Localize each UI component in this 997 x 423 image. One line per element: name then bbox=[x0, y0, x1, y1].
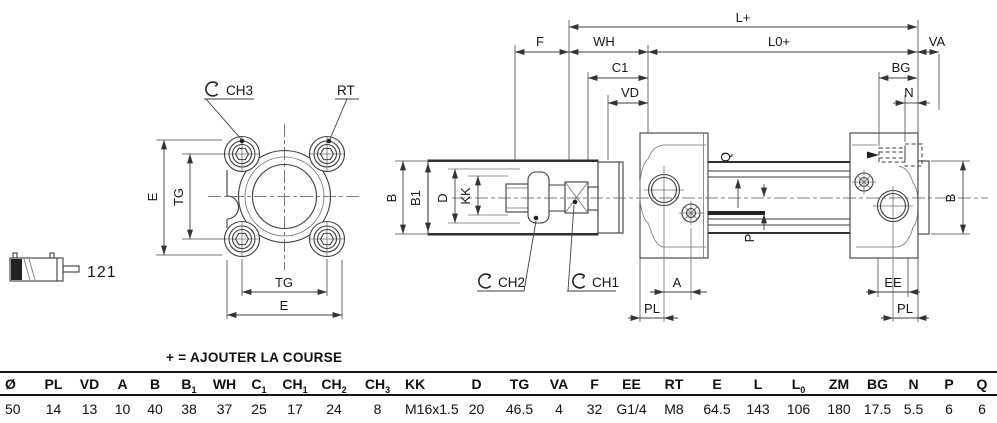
col-header-kk: KK bbox=[401, 372, 454, 396]
dim-label-b1: B1 bbox=[408, 190, 423, 206]
dim-label-q: Q bbox=[718, 152, 733, 162]
dim-label-vd: VD bbox=[621, 85, 639, 100]
col-header-dia: Ø bbox=[0, 372, 34, 396]
col-header-q: Q bbox=[967, 372, 997, 396]
col-value-c1: 25 bbox=[251, 401, 267, 417]
col-header-b: B bbox=[139, 372, 171, 396]
dim-label-tg-bottom: TG bbox=[275, 275, 293, 290]
wrench-icon bbox=[478, 273, 492, 289]
col-value-ch2: 24 bbox=[326, 401, 342, 417]
dim-label-d: D bbox=[435, 193, 450, 202]
col-header-a: A bbox=[106, 372, 139, 396]
col-value-p: 6 bbox=[945, 401, 953, 417]
callout-ch3: CH3 bbox=[226, 83, 253, 98]
col-header-l0: L0 bbox=[778, 372, 819, 396]
dim-label-p: P bbox=[742, 234, 757, 243]
dim-label-kk: KK bbox=[458, 187, 473, 205]
col-value-f: 32 bbox=[586, 401, 603, 417]
col-value-l: 143 bbox=[746, 401, 770, 417]
side-view-dimensions: L+ F WH L0+ VA C1 BG VD N B B1 D KK Q bbox=[384, 10, 970, 322]
col-header-b1: B1 bbox=[171, 372, 207, 396]
col-header-e: E bbox=[696, 372, 738, 396]
technical-drawing: 121 CH3 RT E bbox=[9, 10, 988, 322]
rod-nut bbox=[527, 171, 550, 224]
col-header-bg: BG bbox=[859, 372, 896, 396]
side-view-callouts: CH2 CH1 bbox=[477, 199, 619, 292]
front-view bbox=[208, 124, 360, 270]
dim-label-tg-left: TG bbox=[171, 188, 186, 206]
col-header-tg: TG bbox=[499, 372, 540, 396]
dim-label-wh: WH bbox=[593, 34, 615, 49]
col-header-ch3: CH3 bbox=[354, 372, 401, 396]
dim-label-bg: BG bbox=[892, 60, 911, 75]
col-header-f: F bbox=[578, 372, 611, 396]
dim-label-b-right: B bbox=[943, 194, 958, 203]
model-number: 121 bbox=[87, 264, 117, 281]
dim-label-a: A bbox=[673, 275, 682, 290]
col-value-bg: 17.5 bbox=[863, 401, 892, 417]
col-value-dia: 50 bbox=[5, 401, 21, 417]
col-header-ch2: CH2 bbox=[314, 372, 354, 396]
dim-label-l-plus: L+ bbox=[736, 10, 751, 25]
cylinder-pictogram-icon bbox=[9, 252, 80, 282]
dim-label-e-bottom: E bbox=[280, 298, 289, 313]
col-value-q: 6 bbox=[978, 401, 986, 417]
callout-rt: RT bbox=[337, 83, 355, 98]
col-value-ee: G1/4 bbox=[616, 401, 647, 417]
col-header-vd: VD bbox=[73, 372, 106, 396]
col-header-d: D bbox=[454, 372, 499, 396]
col-value-a: 10 bbox=[114, 401, 131, 417]
col-value-l0: 106 bbox=[786, 401, 811, 417]
col-value-rt: M8 bbox=[664, 401, 684, 417]
col-value-tg: 46.5 bbox=[505, 401, 534, 417]
table-value-row: 50 14 13 10 40 38 37 25 17 24 8 M16x1.5 20 46.5 4 32 G1/… bbox=[0, 395, 997, 423]
side-view bbox=[427, 132, 988, 322]
wrench-icon bbox=[205, 81, 219, 97]
front-view-callouts: CH3 RT bbox=[204, 81, 359, 144]
col-value-ch3: 8 bbox=[373, 401, 382, 417]
dim-label-e-left: E bbox=[145, 192, 160, 201]
col-value-pl: 14 bbox=[45, 401, 62, 417]
dim-label-b-left: B bbox=[384, 194, 399, 203]
piston-marker bbox=[708, 211, 765, 215]
dim-label-va: VA bbox=[929, 34, 946, 49]
col-header-l: L bbox=[738, 372, 778, 396]
col-value-vd: 13 bbox=[81, 401, 98, 417]
dim-label-l0-plus: L0+ bbox=[768, 34, 790, 49]
stroke-note: + = AJOUTER LA COURSE bbox=[166, 350, 343, 365]
col-header-zm: ZM bbox=[819, 372, 859, 396]
dim-label-c1: C1 bbox=[612, 60, 629, 75]
col-header-va: VA bbox=[540, 372, 578, 396]
dim-label-n: N bbox=[904, 85, 913, 100]
col-header-wh: WH bbox=[207, 372, 242, 396]
col-value-e: 64.5 bbox=[703, 401, 731, 417]
col-value-wh: 37 bbox=[216, 401, 233, 417]
col-header-ch1: CH1 bbox=[276, 372, 314, 396]
wrench-icon bbox=[572, 273, 586, 289]
dim-label-pl-front: PL bbox=[644, 301, 660, 316]
col-value-va: 4 bbox=[555, 401, 563, 417]
col-header-pl: PL bbox=[34, 372, 73, 396]
col-header-ee: EE bbox=[611, 372, 652, 396]
dim-label-pl-rear: PL bbox=[897, 301, 913, 316]
tie-rod-thread bbox=[867, 143, 923, 167]
dim-label-ee: EE bbox=[884, 275, 902, 290]
callout-ch1: CH1 bbox=[592, 275, 619, 290]
col-header-c1: C1 bbox=[242, 372, 276, 396]
col-header-rt: RT bbox=[652, 372, 696, 396]
callout-ch2: CH2 bbox=[498, 275, 525, 290]
col-value-b1: 38 bbox=[181, 401, 197, 417]
col-value-kk: M16x1.5 bbox=[405, 401, 459, 417]
col-value-n: 5.5 bbox=[903, 401, 924, 417]
col-value-b: 40 bbox=[147, 401, 163, 417]
col-value-ch1: 17 bbox=[287, 401, 303, 417]
col-header-n: N bbox=[896, 372, 931, 396]
col-header-p: P bbox=[931, 372, 967, 396]
col-value-d: 20 bbox=[468, 401, 485, 417]
dim-label-f: F bbox=[536, 34, 544, 49]
front-view-dimensions: E TG TG E bbox=[145, 139, 343, 319]
col-value-zm: 180 bbox=[827, 401, 851, 417]
